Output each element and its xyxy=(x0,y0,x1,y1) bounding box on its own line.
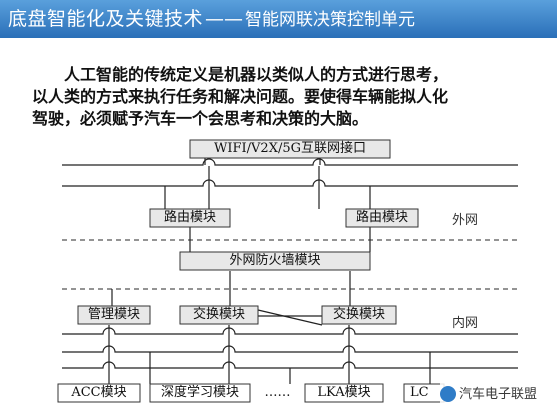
lc-label: LC xyxy=(410,385,429,400)
page-title: 底盘智能化及关键技术 xyxy=(8,8,204,30)
page-subtitle: 智能网联决策控制单元 xyxy=(245,10,416,30)
acc-box xyxy=(57,383,141,403)
paragraph-line-2: 以人类的方式来执行任务和解决问题。要使得车辆能拟人化 xyxy=(32,87,449,106)
switch-left-label: 交换模块 xyxy=(192,307,245,322)
paragraph-line-1: 人工智能的传统定义是机器以类似人的方式进行思考， xyxy=(64,65,449,84)
inner-bus-line-3 xyxy=(62,361,518,369)
router-left-label: 路由模块 xyxy=(163,210,216,225)
inner-bus-line-1 xyxy=(62,327,518,335)
switch-right-box xyxy=(321,305,397,325)
acc-label: ACC模块 xyxy=(71,385,127,400)
intro-paragraph: 人工智能的传统定义是机器以类似人的方式进行思考， 以人类的方式来执行任务和解决问… xyxy=(32,64,532,130)
router-right-box xyxy=(345,208,419,228)
watermark-logo-icon xyxy=(440,385,456,402)
watermark-text: 汽车电子联盟 xyxy=(459,387,538,402)
deep-learning-box xyxy=(149,383,251,403)
management-label: 管理模块 xyxy=(87,307,140,322)
paragraph-line-3: 驾驶，必须赋予汽车一个会思考和决策的大脑。 xyxy=(32,109,369,128)
firewall-box xyxy=(179,251,371,271)
switch-left-box xyxy=(179,305,259,325)
lka-box xyxy=(304,383,384,403)
interface-label: WIFI/V2X/5G互联网接口 xyxy=(214,141,366,156)
inner-net-label: 内网 xyxy=(452,316,479,331)
ellipsis-label: …… xyxy=(264,385,291,400)
watermark: 汽车电子联盟 xyxy=(440,382,552,408)
outer-net-label: 外网 xyxy=(452,213,479,228)
outer-bus-line-1 xyxy=(62,158,518,166)
router-left-box xyxy=(149,208,231,228)
inner-bus-line-2 xyxy=(62,345,518,353)
switch-right-label: 交换模块 xyxy=(332,307,385,322)
firewall-label: 外网防火墙模块 xyxy=(229,253,321,268)
outer-bus-line-2 xyxy=(62,179,518,187)
router-right-label: 路由模块 xyxy=(355,210,408,225)
management-box xyxy=(77,305,151,325)
lka-label: LKA模块 xyxy=(317,385,371,400)
title-bar: 底盘智能化及关键技术——智能网联决策控制单元 xyxy=(0,0,557,38)
title-separator: —— xyxy=(205,8,244,30)
deep-learning-label: 深度学习模块 xyxy=(160,385,239,400)
interface-box xyxy=(189,139,391,159)
